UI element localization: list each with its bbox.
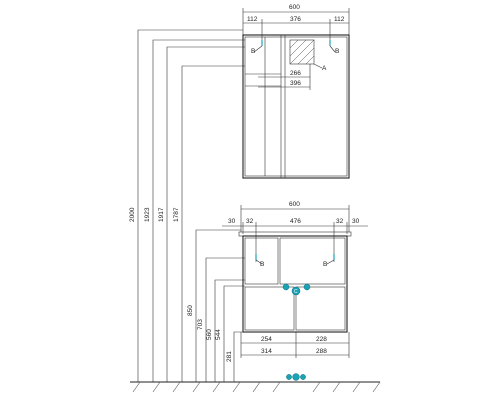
inner-width-396-label: 396	[290, 80, 301, 87]
floor-pipe-center	[292, 373, 300, 381]
inset-right-label: 32	[336, 218, 344, 225]
floor-pipe-right	[300, 374, 306, 380]
inner-width-266-label: 266	[290, 70, 301, 77]
hatch-section-a	[289, 39, 315, 65]
marker-c-label: C	[294, 289, 298, 295]
floor-hatch	[132, 381, 381, 393]
pipe-circle-left	[282, 283, 290, 291]
top-drawer	[279, 237, 346, 285]
height-1787-label: 1787	[173, 207, 180, 222]
mirror-width-label: 600	[289, 4, 300, 11]
marker-a-label: A	[322, 65, 327, 72]
mirror-marker-b-right: B	[335, 48, 339, 55]
height-850-label: 850	[187, 305, 194, 316]
bottom-228-label: 228	[316, 336, 327, 343]
mirror-offset-left-label: 112	[247, 16, 258, 23]
bottom-288-label: 288	[316, 348, 327, 355]
inset-left-label: 32	[246, 218, 254, 225]
pipe-circle-right	[303, 283, 311, 291]
base-cabinet: 600 30 32 476 32 30 B B C	[222, 201, 368, 358]
base-cabinet-outline	[242, 235, 348, 333]
height-1917-label: 1917	[158, 207, 165, 222]
pipe-circle-center	[291, 286, 301, 296]
floor-pipe-left	[286, 374, 292, 380]
height-1923-label: 1923	[144, 207, 151, 222]
height-2000-label: 2000	[129, 207, 136, 222]
base-width-label: 600	[289, 201, 300, 208]
bottom-right-drawer	[295, 286, 346, 331]
height-dimensions: 2000 1923 1917 1787 850 703 560 544 281	[129, 29, 245, 382]
height-560-label: 560	[206, 329, 213, 340]
height-281-label: 281	[226, 351, 233, 362]
mirror-marker-b-left: B	[251, 48, 255, 55]
side-right-label: 30	[352, 218, 360, 225]
inner-span-label: 476	[290, 218, 301, 225]
height-544-label: 544	[215, 329, 222, 340]
mirror-cabinet: 600 112 376 112 A	[242, 4, 350, 179]
bottom-314-label: 314	[261, 348, 272, 355]
mirror-center-gap-label: 376	[290, 16, 301, 23]
mirror-offset-right-label: 112	[334, 16, 345, 23]
base-marker-b-right: B	[323, 261, 327, 268]
height-703-label: 703	[197, 319, 204, 330]
side-left-label: 30	[228, 218, 236, 225]
mirror-cabinet-outline	[242, 34, 350, 179]
bottom-left-drawer	[244, 286, 295, 331]
bottom-254-label: 254	[261, 336, 272, 343]
base-marker-b-left: B	[260, 261, 264, 268]
floor-line	[130, 373, 381, 393]
